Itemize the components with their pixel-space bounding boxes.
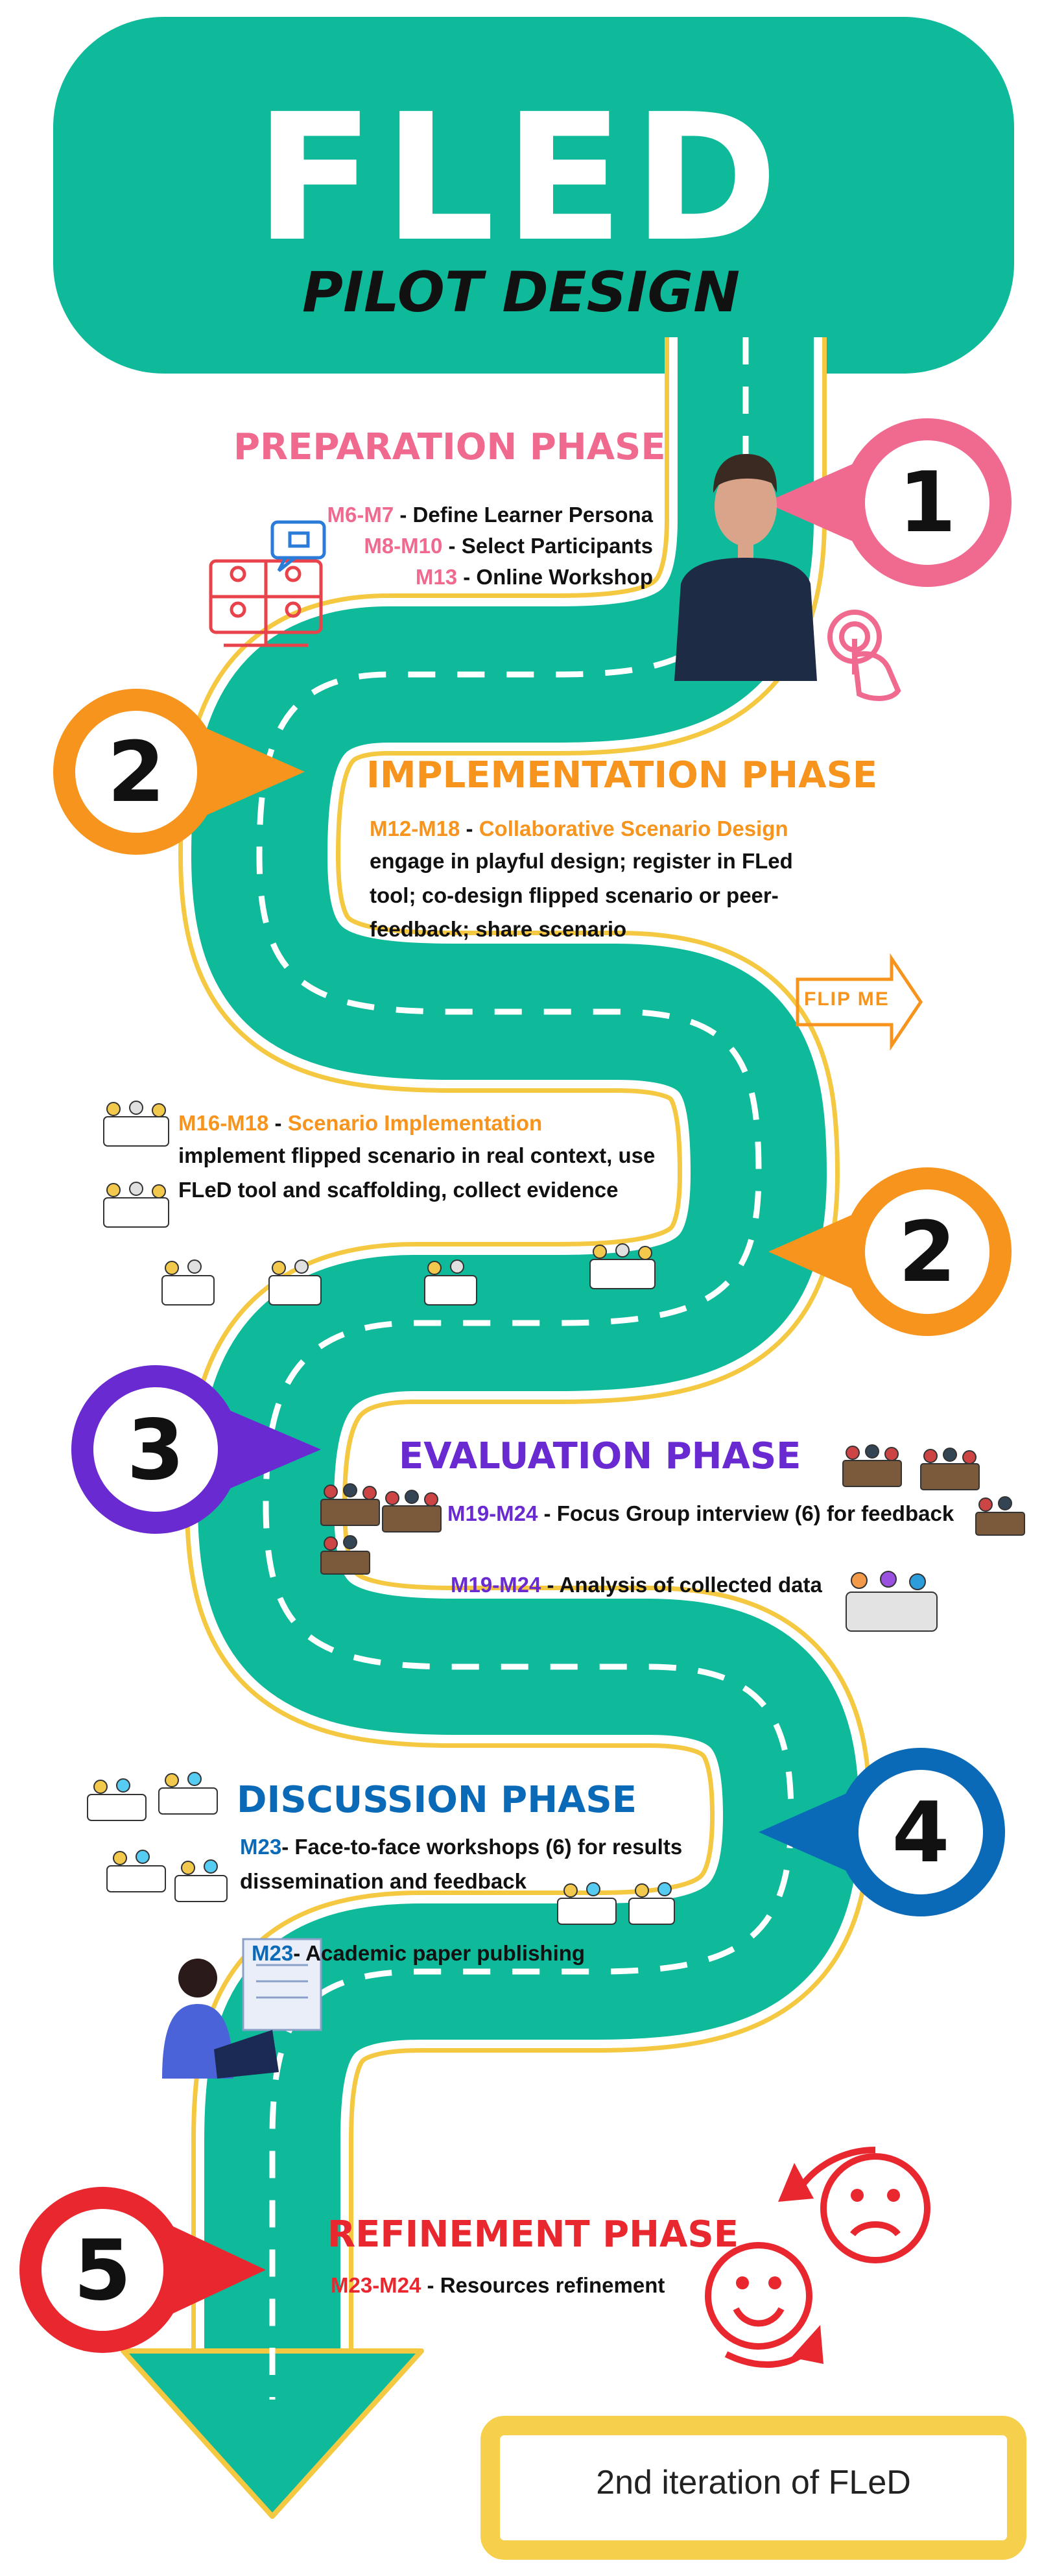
- marker-2b-shape: [768, 1167, 1012, 1336]
- marker-5-number: 5: [73, 2223, 132, 2319]
- marker-1-number: 1: [898, 455, 956, 551]
- evaluation-item: M19-M24 - Analysis of collected data: [451, 1573, 822, 1597]
- discussion-item-paper: M23- Academic paper publishing: [252, 1941, 586, 1965]
- header-banner: [53, 17, 1014, 374]
- implementation-item-design: M12-M18 - Collaborative Scenario Design …: [370, 813, 836, 947]
- flip-me-label: FLIP ME: [804, 988, 890, 1010]
- evaluation-phase-title: EVALUATION PHASE: [399, 1435, 801, 1477]
- marker-2b-number: 2: [898, 1204, 956, 1301]
- marker-2-shape: [53, 689, 305, 855]
- people-group-icon: [87, 1101, 1025, 1925]
- marker-3-number: 3: [126, 1402, 185, 1499]
- page-subtitle: PILOT DESIGN: [302, 260, 740, 325]
- preparation-phase-title: PREPARATION PHASE: [233, 426, 666, 468]
- avatar-figure: [674, 454, 817, 681]
- preparation-item: M6-M7 - Define Learner Persona: [327, 503, 654, 527]
- marker-4-number: 4: [892, 1785, 950, 1881]
- footer-box-border: [480, 2416, 1026, 2560]
- marker-5-shape: [19, 2187, 266, 2353]
- implementation-scenario-description: implement flipped scenario in real conte…: [178, 1143, 656, 1202]
- sad-face-icon: [820, 2153, 930, 2263]
- flip-arrow-icon: [796, 953, 923, 1051]
- refinement-phase-title: REFINEMENT PHASE: [327, 2213, 739, 2256]
- student-laptop-figure: [162, 1959, 279, 2079]
- implementation-design-description: engage in playful design; register in FL…: [370, 848, 793, 942]
- video-conference-icon: [209, 520, 326, 647]
- marker-3-shape: [71, 1365, 321, 1534]
- preparation-item: M13 - Online Workshop: [415, 564, 653, 589]
- evaluation-item: M19-M24 - Focus Group interview (6) for …: [447, 1501, 954, 1525]
- discussion-phase-title: DISCUSSION PHASE: [237, 1779, 637, 1821]
- implementation-phase-title: IMPLEMENTATION PHASE: [366, 754, 878, 796]
- discussion-item-workshops: M23- Face-to-face workshops (6) for resu…: [240, 1835, 683, 1893]
- happy-face-icon: [705, 2242, 812, 2350]
- marker-2-number: 2: [107, 724, 165, 821]
- preparation-items: M6-M7 - Define Learner Persona M8-M10 - …: [327, 499, 654, 593]
- refinement-item: M23-M24 - Resources refinement: [331, 2273, 665, 2297]
- cycle-arrows-icon: [724, 2147, 876, 2368]
- implementation-item-scenario: M16-M18 - Scenario Implementation implem…: [178, 1108, 684, 1207]
- page-title: FLED: [254, 76, 788, 280]
- tap-hand-icon: [827, 610, 901, 701]
- preparation-item: M8-M10 - Select Participants: [364, 533, 653, 558]
- marker-4-shape: [759, 1748, 1005, 1916]
- marker-1-shape: [765, 418, 1012, 587]
- footer-label: 2nd iteration of FLeD: [596, 2464, 911, 2501]
- paper-document-icon: [242, 1938, 322, 2031]
